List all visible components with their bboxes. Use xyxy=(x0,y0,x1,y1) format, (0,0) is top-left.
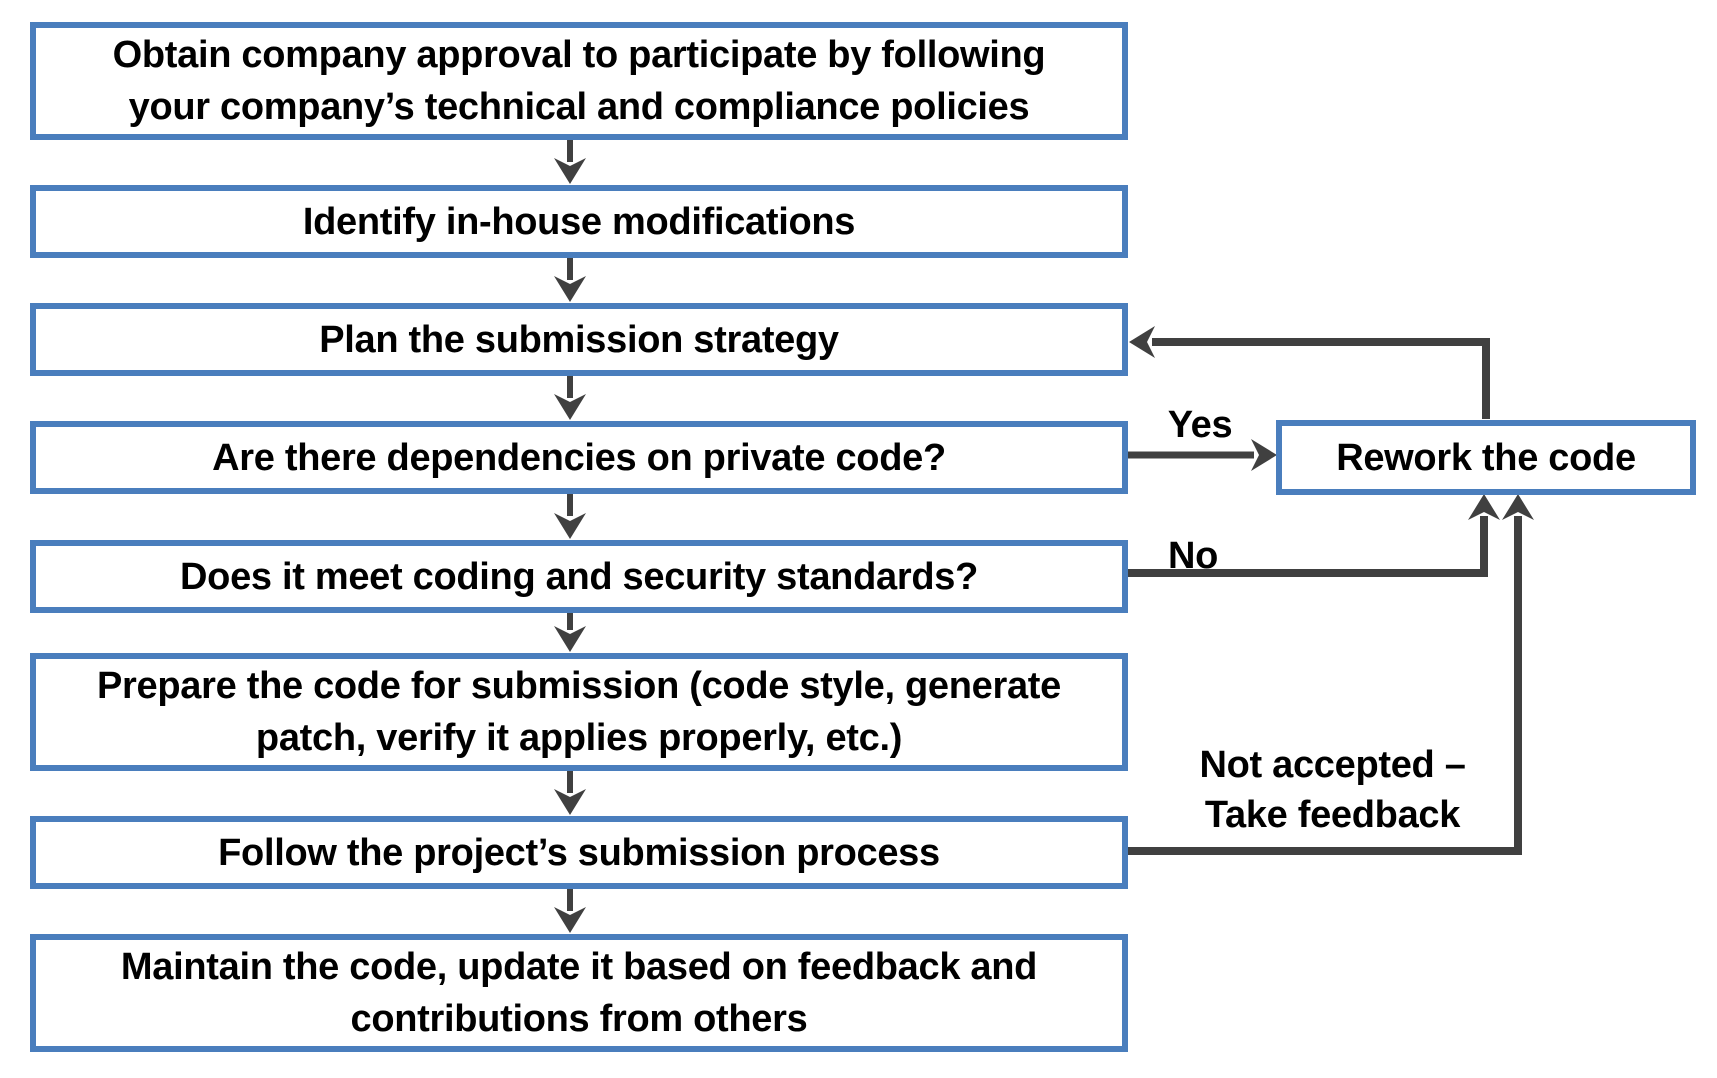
flow-node-follow-process-label: Follow the project’s submission process xyxy=(218,831,940,874)
flow-node-prepare-code: Prepare the code for submission (code st… xyxy=(30,653,1128,771)
flow-node-rework-code-label: Rework the code xyxy=(1336,436,1636,479)
flow-node-maintain-code: Maintain the code, update it based on fe… xyxy=(30,934,1128,1052)
arrow-standards-to-prepare xyxy=(554,613,586,652)
arrow-plan-to-dependencies xyxy=(554,376,586,420)
flow-node-maintain-code-label: Maintain the code, update it based on fe… xyxy=(120,946,1038,1040)
arrow-prepare-to-follow xyxy=(554,771,586,815)
flow-node-plan-strategy-label: Plan the submission strategy xyxy=(319,318,839,361)
flow-node-prepare-code-label: Prepare the code for submission (code st… xyxy=(97,665,1061,759)
flow-node-coding-standards-label: Does it meet coding and security standar… xyxy=(180,555,978,598)
flow-node-rework-code: Rework the code xyxy=(1276,420,1696,495)
flow-node-private-dependencies-label: Are there dependencies on private code? xyxy=(212,436,946,479)
flow-node-identify-modifications: Identify in-house modifications xyxy=(30,185,1128,258)
edge-label-yes: Yes xyxy=(1167,404,1233,446)
flow-node-obtain-approval-label: Obtain company approval to participate b… xyxy=(112,34,1046,128)
edge-label-not-accepted: Not accepted – Take feedback xyxy=(1199,744,1466,836)
arrow-identify-to-plan xyxy=(554,258,586,302)
flow-node-identify-modifications-label: Identify in-house modifications xyxy=(302,200,856,243)
arrow-follow-to-maintain xyxy=(554,889,586,933)
flow-node-private-dependencies: Are there dependencies on private code? xyxy=(30,421,1128,494)
flow-node-follow-process: Follow the project’s submission process xyxy=(30,816,1128,889)
flow-node-coding-standards: Does it meet coding and security standar… xyxy=(30,540,1128,613)
flow-node-plan-strategy: Plan the submission strategy xyxy=(30,303,1128,376)
arrow-dependencies-to-standards xyxy=(554,494,586,539)
arrow-obtain-to-identify xyxy=(554,140,586,184)
flow-node-obtain-approval: Obtain company approval to participate b… xyxy=(30,22,1128,140)
edge-label-no: No xyxy=(1167,535,1219,577)
